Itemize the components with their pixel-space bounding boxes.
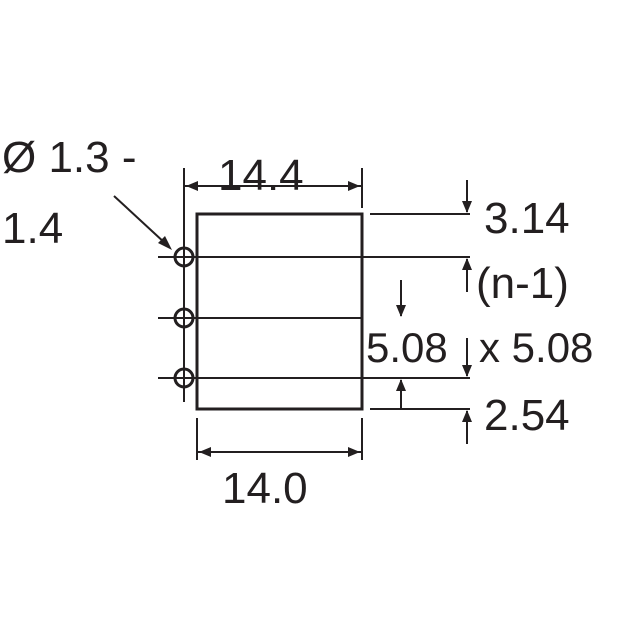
hole-diameter-label-line1: Ø 1.3 - [2,133,137,182]
component-body [195,212,364,411]
hole-leader-line [113,195,167,245]
pitch-multiplier-label: x 5.08 [479,324,593,371]
top-offset-arrow-lower [462,258,472,270]
bottom-offset-arrow-lower [462,410,472,422]
bottom-offset-arrow-upper [396,379,406,391]
top-width-label: 14.4 [218,151,304,200]
bottom-width-arrow-left [199,447,211,457]
top-offset-label: 3.14 [484,194,570,243]
pitch-arrow-upper [396,305,406,317]
pitch-count-label: (n-1) [476,259,569,308]
hole-leader-arrow [158,236,172,250]
bottom-offset-label: 2.54 [484,391,570,440]
bottom-width-label: 14.0 [222,464,308,513]
top-width-arrow-left [186,181,198,191]
hole-diameter-label-line2: 1.4 [2,204,63,253]
top-offset-arrow-upper [462,201,472,213]
bottom-width-arrow-right [348,447,360,457]
top-width-arrow-right [348,181,360,191]
pitch-total-arrow [462,365,472,377]
pitch-value-label: 5.08 [366,324,448,371]
